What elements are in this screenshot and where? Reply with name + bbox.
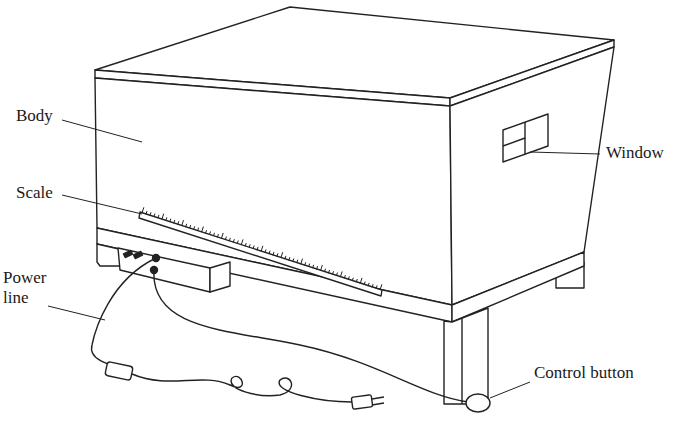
plinth [452,252,584,322]
control-box [118,248,210,292]
control-button [466,394,490,412]
plug-pin [372,403,384,405]
part-label: Power line [3,268,53,307]
scale-tick [217,234,218,237]
scale-tick [261,246,263,252]
leader-line [62,195,142,214]
scale-tick [293,258,294,261]
scale-tick [233,239,234,242]
scale-tick [317,266,318,269]
scale-tick [336,273,337,276]
scale-tick [241,239,243,245]
scale-tick [150,212,151,215]
scale-tick [340,271,342,277]
part-label: Scale [16,183,53,203]
body-side [450,47,614,305]
scale-tick [253,246,254,249]
part-label: Body [16,106,53,126]
scale-tick [372,284,373,287]
scale-tick [245,243,246,246]
scale-tick [182,220,184,226]
power-plug [351,395,372,410]
window [503,114,548,162]
scale-tick [265,249,266,252]
scale-tick [313,265,314,268]
scale-tick [257,247,258,250]
scale-tick [321,265,323,271]
scale-tick [186,224,187,227]
scale-tick [281,252,283,258]
control-box [210,262,230,292]
leg-edge [461,318,462,404]
scale-tick [162,214,164,220]
leader-line [490,382,530,398]
scale-tick [277,253,278,256]
scale-tick [273,252,274,255]
scale-tick [237,240,238,243]
scale-tick [221,233,223,239]
scale-tick [209,231,210,234]
scale-tick [289,257,290,260]
scale-tick [229,238,230,241]
scale-tick [269,251,270,254]
scale-tick [190,225,191,228]
scale-tick [344,275,345,278]
scale-tick [352,278,353,281]
scale-tick [202,227,204,233]
plug-pin [372,397,384,399]
scale-tick [142,207,144,213]
scale-tick [324,269,325,272]
scale-tick [297,260,298,263]
leader-line [48,306,105,320]
scale-tick [225,237,226,240]
scale-tick [178,221,179,224]
window-frame [503,138,525,146]
scale-tick [174,220,175,223]
scale-tick [356,279,357,282]
button-cord [154,270,468,402]
leader-lines [48,120,600,398]
scale-bar [139,212,382,296]
scale-tick [249,244,250,247]
scale-tick [205,230,206,233]
scale-tick [166,217,167,220]
scale-tick [380,284,382,290]
scale-tick [170,219,171,222]
leader-line [62,120,142,142]
power-cord [132,374,352,402]
scale-tick [154,214,155,217]
plug-body [105,361,133,380]
scale-tick [309,264,310,267]
scale-tick [360,278,362,284]
leg [444,308,488,404]
scale-tick [332,271,333,274]
scale-tick [213,233,214,236]
scale-tick [348,276,349,279]
scale-tick [146,211,147,214]
scale-ticks [142,207,382,290]
scale-tick [198,228,199,231]
scale-tick [301,259,303,265]
scale-tick [376,285,377,288]
scale-tick [285,256,286,259]
scale-tick [194,226,195,229]
scale-tick [158,215,159,218]
part-label: Control button [534,363,634,383]
power-cord [92,258,156,368]
scale-tick [305,262,306,265]
part-label: Window [606,143,664,163]
plinth [97,228,452,322]
leader-line [530,152,600,154]
scale-tick [368,283,369,286]
scale-tick [328,270,329,273]
scale-tick [364,282,365,285]
